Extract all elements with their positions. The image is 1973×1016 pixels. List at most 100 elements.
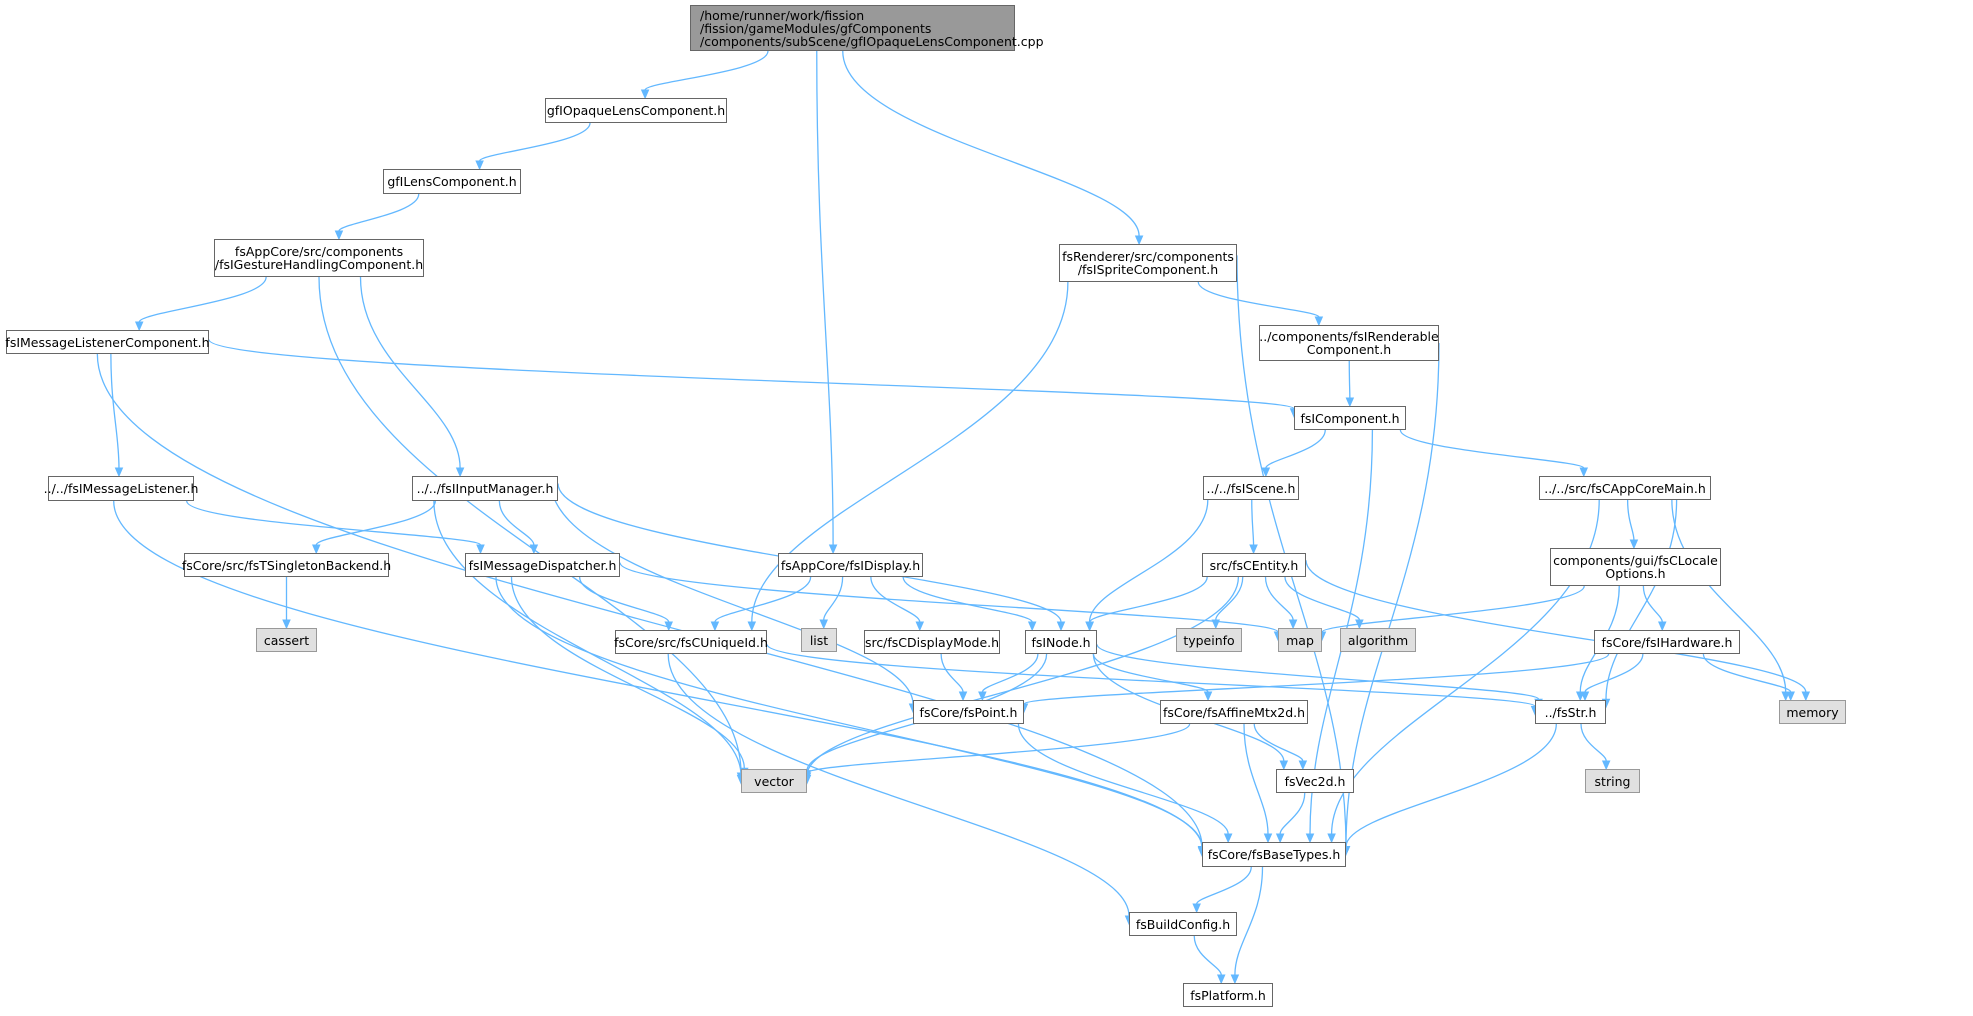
node-cassert: cassert bbox=[256, 628, 317, 652]
arrowhead-hardware-to-memory bbox=[1786, 691, 1795, 702]
edge-appCoreMain-to-str bbox=[1605, 499, 1678, 700]
node-root[interactable]: /home/runner/work/fission /fission/gameM… bbox=[690, 5, 1044, 51]
arrowhead-display-to-uniqueId bbox=[710, 621, 720, 632]
edge-hardware-to-memory bbox=[1702, 653, 1792, 693]
node-gfILens[interactable]: gfILensComponent.h bbox=[383, 169, 521, 194]
node-sprite[interactable]: fsRenderer/src/components /fsISpriteComp… bbox=[1059, 244, 1237, 282]
arrowhead-hardware-to-str bbox=[1580, 691, 1590, 702]
edge-baseTypes-to-platform bbox=[1234, 866, 1264, 976]
node-display[interactable]: fsAppCore/fsIDisplay.h bbox=[778, 553, 923, 577]
edge-inputMgr-to-msgDispatcher bbox=[498, 500, 535, 546]
node-map: map bbox=[1278, 628, 1322, 652]
edge-displayMode-to-point bbox=[940, 653, 964, 693]
arrowhead-str-to-string bbox=[1601, 760, 1611, 771]
edge-inode-to-affine bbox=[1092, 653, 1209, 693]
edge-root-to-sprite bbox=[842, 50, 1140, 237]
edge-component-to-appCoreMain bbox=[1399, 429, 1585, 469]
edge-gfIOpaque-to-gfILens bbox=[478, 122, 591, 162]
edge-uniqueId-to-str bbox=[766, 643, 1536, 708]
arrowhead-inode-to-affine bbox=[1203, 691, 1213, 702]
edge-scene-to-inode bbox=[1088, 499, 1209, 623]
node-renderable[interactable]: ../components/fsIRenderable Component.h bbox=[1259, 325, 1439, 361]
node-vec2d[interactable]: fsVec2d.h bbox=[1276, 769, 1354, 793]
edge-entity-to-map bbox=[1264, 576, 1294, 621]
edge-msgListener-to-msgDispatcher bbox=[186, 500, 482, 546]
arrowhead-inputMgr-to-inode bbox=[1056, 621, 1066, 632]
edge-hardware-to-str bbox=[1584, 653, 1644, 693]
edge-baseTypes-to-buildConfig bbox=[1196, 866, 1252, 905]
node-msgListenerComp[interactable]: fsIMessageListenerComponent.h bbox=[5, 330, 210, 354]
arrowhead-renderable-to-component bbox=[1345, 397, 1355, 408]
edge-msgListenerComp-to-msgListener bbox=[110, 353, 120, 469]
arrowhead-sprite-to-renderable bbox=[1314, 316, 1324, 327]
edge-vec2d-to-baseTypes bbox=[1279, 792, 1306, 835]
edge-hardware-to-point bbox=[1023, 653, 1610, 705]
node-msgListener[interactable]: ../../fsIMessageListener.h bbox=[44, 476, 198, 501]
arrowhead-msgListenerComp-to-msgListener bbox=[114, 467, 124, 478]
node-baseTypes[interactable]: fsCore/fsBaseTypes.h bbox=[1202, 842, 1346, 867]
arrowhead-buildConfig-to-platform bbox=[1216, 974, 1226, 985]
node-platform[interactable]: fsPlatform.h bbox=[1183, 983, 1273, 1007]
node-component[interactable]: fsIComponent.h bbox=[1294, 406, 1406, 430]
edge-inode-to-str bbox=[1096, 644, 1540, 700]
node-locale[interactable]: components/gui/fsCLocale Options.h bbox=[1550, 548, 1721, 586]
node-algorithm: algorithm bbox=[1340, 628, 1416, 652]
arrowhead-component-to-appCoreMain bbox=[1579, 467, 1589, 478]
arrowhead-msgListener-to-msgDispatcher bbox=[476, 544, 485, 555]
arrowhead-locale-to-hardware bbox=[1658, 621, 1667, 632]
arrowhead-display-to-list bbox=[819, 619, 828, 630]
edge-root-to-gfIOpaque bbox=[644, 50, 769, 91]
node-str[interactable]: ../fsStr.h bbox=[1535, 700, 1606, 724]
edge-entity-to-algorithm bbox=[1284, 576, 1361, 621]
edge-inputMgr-to-singleton bbox=[315, 500, 437, 546]
node-gesture[interactable]: fsAppCore/src/components /fsIGestureHand… bbox=[214, 239, 424, 277]
arrowhead-affine-to-baseTypes bbox=[1263, 833, 1273, 844]
node-vector: vector bbox=[741, 769, 807, 793]
edge-msgDispatcher-to-baseTypes bbox=[495, 576, 1203, 847]
node-scene[interactable]: ../../fsIScene.h bbox=[1203, 476, 1299, 500]
arrowhead-root-to-gfIOpaque bbox=[640, 89, 650, 100]
arrowhead-root-to-sprite bbox=[1134, 235, 1144, 246]
arrowhead-affine-to-vec2d bbox=[1298, 760, 1308, 771]
edge-scene-to-entity bbox=[1251, 499, 1255, 546]
node-gfIOpaque[interactable]: gfIOpaqueLensComponent.h bbox=[545, 98, 727, 123]
arrowhead-component-to-baseTypes bbox=[1305, 833, 1315, 844]
node-buildConfig[interactable]: fsBuildConfig.h bbox=[1129, 912, 1237, 936]
edge-locale-to-map bbox=[1321, 585, 1585, 633]
edge-component-to-scene bbox=[1265, 429, 1326, 469]
arrowhead-display-to-inode bbox=[1027, 621, 1037, 632]
arrowhead-entity-to-inode bbox=[1085, 621, 1095, 632]
arrowhead-gesture-to-inputMgr bbox=[455, 467, 465, 478]
arrowhead-inode-to-point bbox=[978, 691, 987, 702]
arrowhead-inputMgr-to-singleton bbox=[312, 544, 321, 555]
edge-display-to-displayMode bbox=[870, 576, 921, 623]
node-appCoreMain[interactable]: ../../src/fsCAppCoreMain.h bbox=[1539, 476, 1711, 500]
node-uniqueId[interactable]: fsCore/src/fsCUniqueId.h bbox=[614, 630, 768, 654]
edge-affine-to-baseTypes bbox=[1243, 723, 1269, 835]
node-singleton[interactable]: fsCore/src/fsTSingletonBackend.h bbox=[182, 553, 391, 577]
edge-sprite-to-uniqueId bbox=[751, 281, 1069, 623]
node-point[interactable]: fsCore/fsPoint.h bbox=[913, 700, 1024, 724]
edge-renderable-to-component bbox=[1348, 360, 1351, 399]
arrowhead-baseTypes-to-platform bbox=[1230, 974, 1240, 985]
node-affine[interactable]: fsCore/fsAffineMtx2d.h bbox=[1160, 700, 1308, 724]
node-inputMgr[interactable]: ../../fsIInputManager.h bbox=[412, 476, 558, 501]
node-displayMode[interactable]: src/fsCDisplayMode.h bbox=[864, 630, 1000, 654]
edge-str-to-baseTypes bbox=[1345, 723, 1557, 847]
edge-entity-to-typeinfo bbox=[1215, 576, 1244, 621]
arrowhead-singleton-to-cassert bbox=[282, 619, 291, 630]
node-inode[interactable]: fsINode.h bbox=[1025, 630, 1097, 654]
node-list: list bbox=[801, 628, 837, 652]
edge-point-to-baseTypes bbox=[1017, 723, 1229, 835]
arrowhead-msgDispatcher-to-uniqueId bbox=[664, 621, 673, 632]
edge-msgDispatcher-to-uniqueId bbox=[578, 576, 670, 623]
edge-locale-to-hardware bbox=[1642, 585, 1663, 623]
edge-buildConfig-to-platform bbox=[1193, 935, 1222, 976]
node-hardware[interactable]: fsCore/fsIHardware.h bbox=[1594, 630, 1740, 654]
arrowhead-appCoreMain-to-locale bbox=[1629, 539, 1639, 550]
arrowhead-appCoreMain-to-memory bbox=[1781, 691, 1790, 702]
node-msgDispatcher[interactable]: fsIMessageDispatcher.h bbox=[465, 553, 620, 577]
node-entity[interactable]: src/fsCEntity.h bbox=[1202, 553, 1306, 577]
edge-msgListenerComp-to-baseTypes bbox=[96, 353, 1203, 847]
